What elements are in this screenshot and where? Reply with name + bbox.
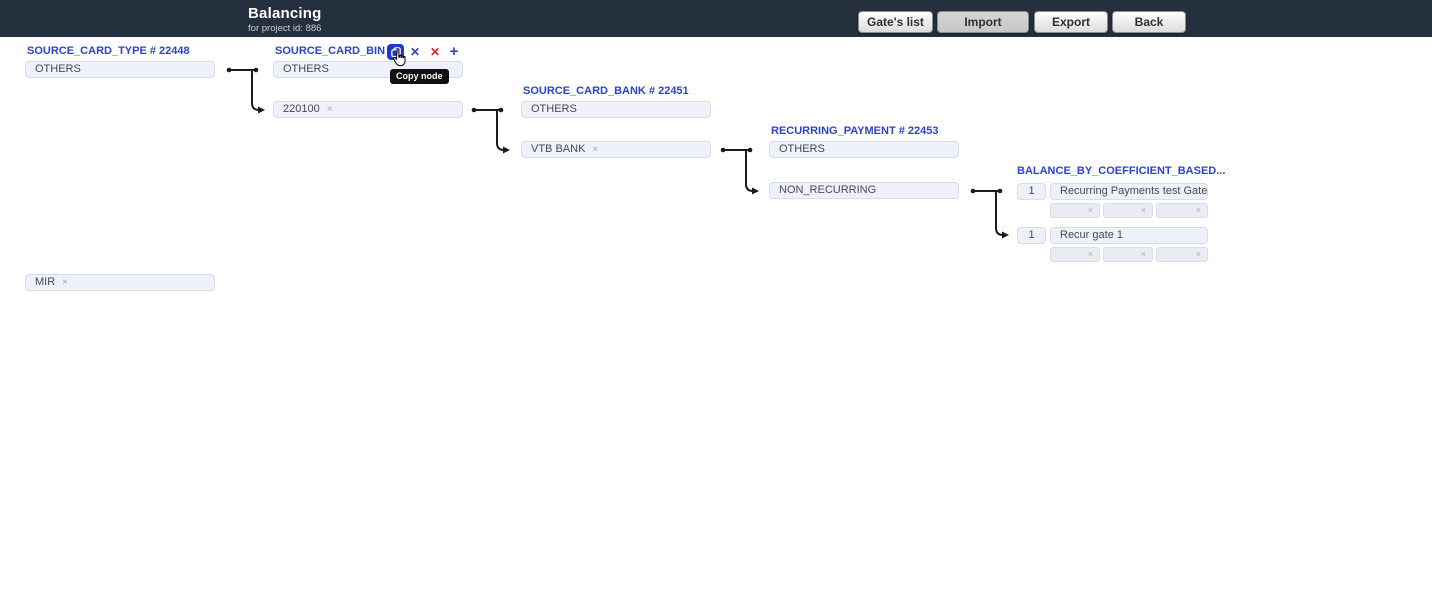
cursor-hand-icon xyxy=(393,48,406,67)
export-button[interactable]: Export xyxy=(1034,11,1108,33)
node-source-card-bank-others[interactable]: OTHERS xyxy=(521,101,711,118)
gate-coefficient-input[interactable]: 1 xyxy=(1017,227,1046,244)
column-label-source-card-bin: SOURCE_CARD_BIN ... xyxy=(275,45,398,57)
remove-slot-icon[interactable]: × xyxy=(1140,249,1146,259)
coefficient-value: 1 xyxy=(1028,229,1035,241)
gate-name: Recurring Payments test Gate xyxy=(1060,185,1208,197)
node-text: 220100 xyxy=(283,103,320,115)
remove-slot-icon[interactable]: × xyxy=(1195,205,1201,215)
copy-node-tooltip: Copy node xyxy=(390,69,449,84)
gate-slot-chip[interactable]: × xyxy=(1156,247,1208,262)
coefficient-value: 1 xyxy=(1028,185,1035,197)
node-text: OTHERS xyxy=(283,63,329,75)
gate-name: Recur gate 1 xyxy=(1060,229,1123,241)
node-source-card-bank-vtb[interactable]: VTB BANK × xyxy=(521,141,711,158)
gate-coefficient-input[interactable]: 1 xyxy=(1017,183,1046,200)
column-label-source-card-type: SOURCE_CARD_TYPE # 22448 xyxy=(27,45,190,57)
node-source-card-bin-220100[interactable]: 220100 × xyxy=(273,101,463,118)
remove-slot-icon[interactable]: × xyxy=(1087,205,1093,215)
add-node-icon[interactable]: + xyxy=(449,43,459,60)
remove-chip-icon[interactable]: × xyxy=(62,277,69,288)
gate-node-recur-gate-1[interactable]: Recur gate 1 xyxy=(1050,227,1208,244)
node-text: VTB BANK xyxy=(531,143,586,155)
remove-chip-icon[interactable]: × xyxy=(592,144,599,155)
node-recurring-payment-non-recurring[interactable]: NON_RECURRING xyxy=(769,182,959,199)
node-text: OTHERS xyxy=(531,103,577,115)
top-bar: Balancing for project id: 886 Gate's lis… xyxy=(0,0,1432,37)
page-title: Balancing xyxy=(248,5,322,22)
title-block: Balancing for project id: 886 xyxy=(248,5,321,34)
remove-slot-icon[interactable]: × xyxy=(1195,249,1201,259)
column-label-balance-by-coefficient: BALANCE_BY_COEFFICIENT_BASED... xyxy=(1017,165,1226,177)
column-label-recurring-payment: RECURRING_PAYMENT # 22453 xyxy=(771,125,939,137)
gate-slot-chip[interactable]: × xyxy=(1156,203,1208,218)
node-recurring-payment-others[interactable]: OTHERS xyxy=(769,141,959,158)
remove-slot-icon[interactable]: × xyxy=(1087,249,1093,259)
gate-slot-chip[interactable]: × xyxy=(1103,203,1153,218)
import-button[interactable]: Import xyxy=(937,11,1029,33)
gate-slot-chip[interactable]: × xyxy=(1103,247,1153,262)
back-button[interactable]: Back xyxy=(1112,11,1186,33)
gate-slot-chip[interactable]: × xyxy=(1050,203,1100,218)
node-text: OTHERS xyxy=(35,63,81,75)
node-text: OTHERS xyxy=(779,143,825,155)
node-text: NON_RECURRING xyxy=(779,184,877,196)
gates-list-button[interactable]: Gate's list xyxy=(858,11,933,33)
remove-chip-icon[interactable]: × xyxy=(326,104,333,115)
node-text: MIR xyxy=(35,276,56,288)
gate-slot-chip[interactable]: × xyxy=(1050,247,1100,262)
node-source-card-type-others[interactable]: OTHERS xyxy=(25,61,215,78)
cut-node-icon[interactable]: ✕ xyxy=(409,45,421,59)
balancing-tree-canvas: SOURCE_CARD_TYPE # 22448 OTHERS MIR × SOU… xyxy=(0,37,1432,600)
column-label-source-card-bank: SOURCE_CARD_BANK # 22451 xyxy=(523,85,689,97)
gate-node-recurring-payments-test-gate[interactable]: Recurring Payments test Gate xyxy=(1050,183,1208,200)
delete-node-icon[interactable]: ✕ xyxy=(429,45,441,59)
node-source-card-type-mir[interactable]: MIR × xyxy=(25,274,215,291)
page-subtitle: for project id: 886 xyxy=(248,23,322,34)
remove-slot-icon[interactable]: × xyxy=(1140,205,1146,215)
